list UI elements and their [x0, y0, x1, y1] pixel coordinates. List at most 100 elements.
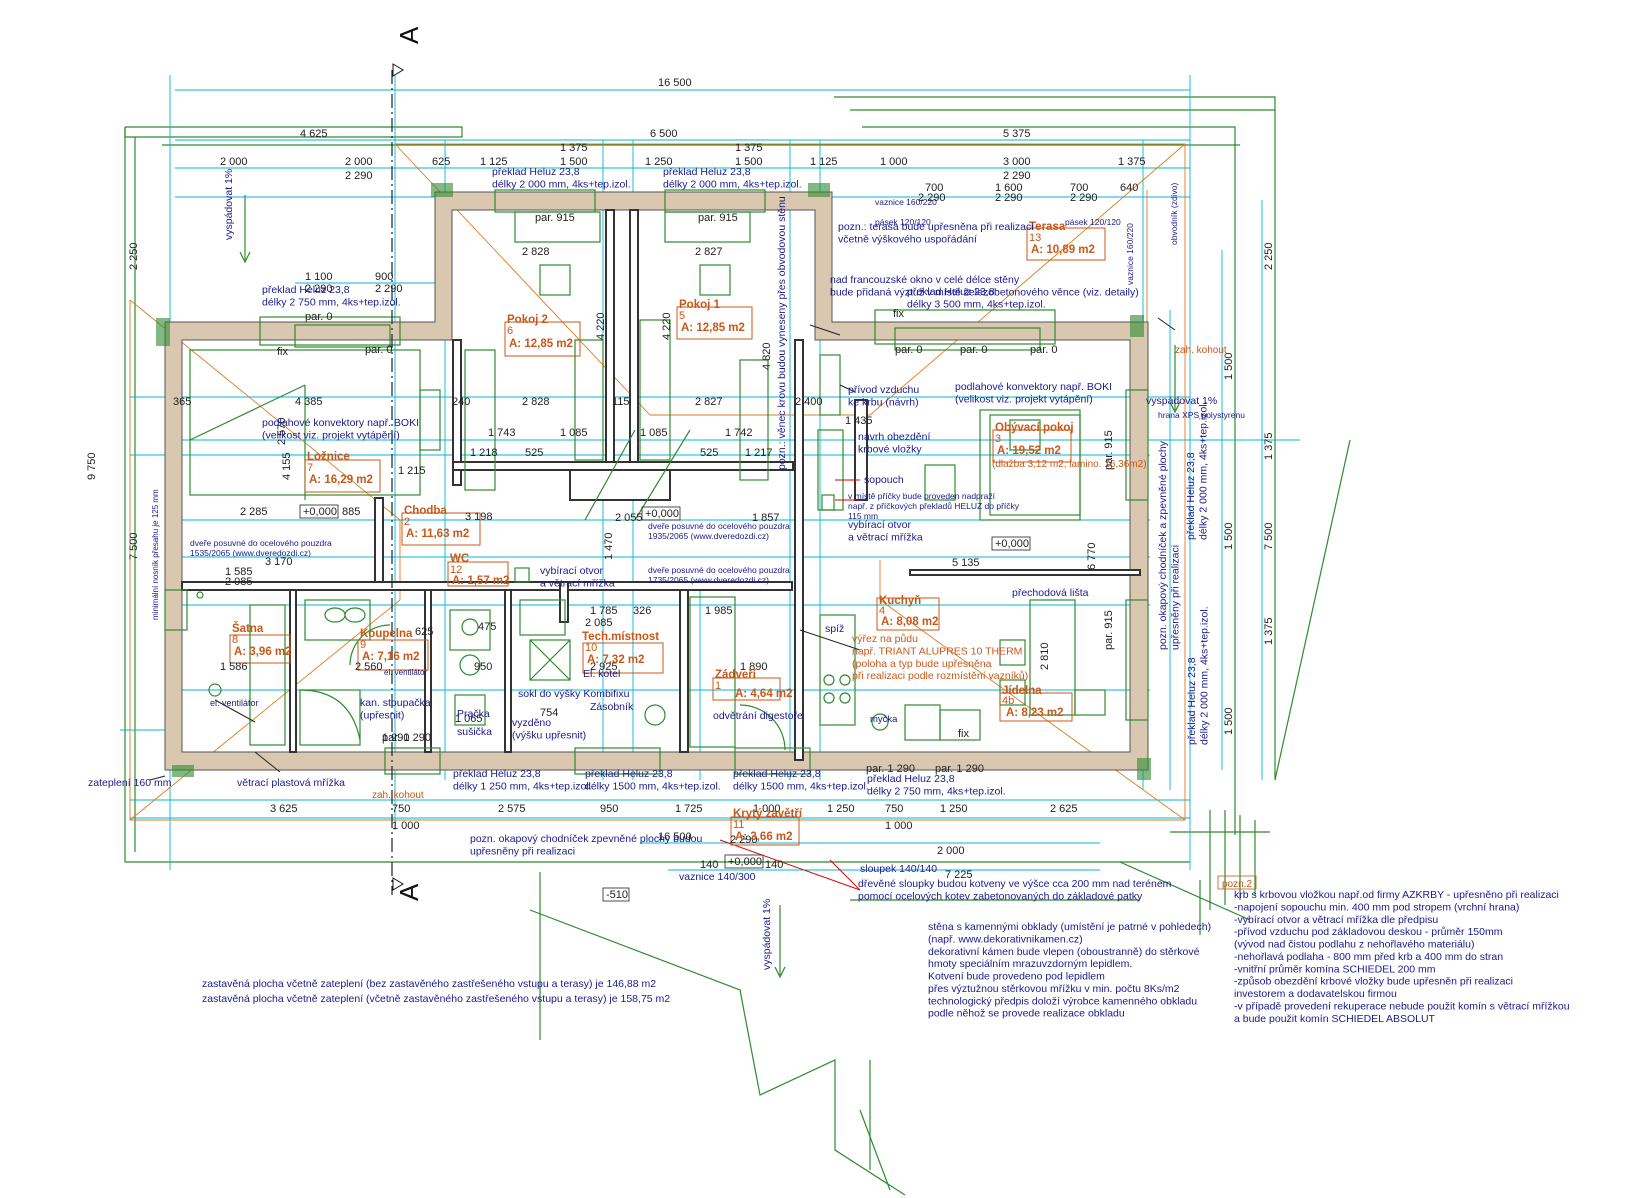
- text-line: pozn. okapový chodníček a zpevněné ploch…: [1157, 440, 1169, 650]
- section-axis: [391, 63, 404, 895]
- dim-bottom: 750: [392, 803, 410, 815]
- dim-bottom: 2 575: [498, 803, 526, 815]
- dim-right-vert: 2 250: [1263, 242, 1275, 270]
- dim-top-row3: 1 375: [735, 142, 763, 154]
- dim-right-vert: 1 500: [1223, 707, 1235, 735]
- room-area: A: 16,29 m2: [309, 474, 373, 486]
- opening-label: par. 915: [1103, 610, 1115, 650]
- opening-label: par. 0: [1030, 344, 1058, 356]
- opening-label: par. 1 290: [935, 763, 984, 775]
- text-line: překlad Heluz 23,8: [585, 768, 673, 780]
- washing-machine-label: Pračka: [457, 708, 490, 720]
- furniture: [189, 264, 1106, 746]
- room-number: 4: [879, 605, 885, 617]
- room-area: A: 10,89 m2: [1031, 244, 1095, 256]
- level-mark: +0,000: [995, 538, 1029, 550]
- dim-top-row2: 625: [432, 156, 450, 168]
- text-line: podlahové konvektory např. BOKI: [262, 417, 419, 429]
- dim-inner: 754: [540, 707, 558, 719]
- level-labels: +0,000 +0,000 +0,000 +0,000 -510: [303, 506, 1029, 901]
- text-line: bude přidaná výztuž v místě železobetono…: [830, 286, 1139, 298]
- opening-label: par. 1 290: [382, 732, 431, 744]
- terasa-note: pozn.: terasa bude upřesněna při realiza…: [838, 221, 1034, 245]
- dim-inner: 3 170: [265, 556, 293, 568]
- room-area: A: 7,16 m2: [362, 651, 420, 663]
- dim-inner: 2 085: [225, 576, 253, 588]
- dim-top-row1: 6 500: [650, 128, 678, 140]
- dim-inner: 475: [478, 621, 496, 633]
- text-line: -nehořlavá podlaha - 800 mm před krb a 4…: [1234, 951, 1503, 963]
- room-tags: Ložnice 7 A: 16,29 m2 Pokoj 2 6 A: 12,85…: [232, 221, 1147, 843]
- tank-note: Zásobník: [590, 701, 634, 713]
- text-line: překlad Heluz 23,8: [1186, 657, 1198, 745]
- insulation-note: zateplení 160 mm: [88, 777, 172, 789]
- room-number: 12: [450, 564, 462, 576]
- room-area: A: 11,63 m2: [406, 528, 469, 540]
- text-line: (velikost viz. projekt vytápění): [262, 429, 400, 441]
- dim-bottom-misc: 140: [765, 859, 783, 871]
- dim-left: 900: [375, 271, 393, 283]
- path-note-right: pozn. okapový chodníček a zpevněné ploch…: [1157, 440, 1181, 650]
- notes: vyspádovat 1% vyspádovat 1% vyspádovat 1…: [88, 169, 1570, 1025]
- text-line: překlad Heluz 23,8: [733, 768, 821, 780]
- sokl-note: sokl do výšky Kombifixu: [518, 688, 630, 700]
- dim-left: 2 290: [375, 283, 403, 295]
- dim-bottom: 750: [885, 803, 903, 815]
- dim-inner: 1 742: [725, 427, 753, 439]
- dim-bottom: 1 000: [392, 820, 420, 832]
- dim-inner: 2 827: [695, 396, 723, 408]
- dim-bottom: 1 250: [827, 803, 855, 815]
- text-line: krbové vložky: [858, 443, 922, 455]
- dim-top-row2: 1 000: [880, 156, 908, 168]
- dim-left-vert: 2 250: [128, 242, 140, 270]
- room-name: Pokoj 1: [679, 299, 721, 311]
- text-line: technologický předpis doloží výrobce kam…: [928, 995, 1197, 1007]
- text-line: vybírací otvor: [848, 519, 912, 531]
- dim-inner: 6 770: [1086, 542, 1098, 570]
- opening-label: par. 0: [365, 344, 393, 356]
- dim-bottom: 1 000: [885, 820, 913, 832]
- text-line: v místě příčky bude proveden nadpraží: [848, 491, 996, 501]
- room-area: A: 12,85 m2: [509, 338, 573, 350]
- dim-left-vert: 7 500: [128, 532, 140, 560]
- room-number: 11: [733, 819, 744, 831]
- slope-note: vyspádovat 1%: [1146, 395, 1217, 407]
- dim-terrace: 2 290: [918, 192, 946, 204]
- opening-label: par. 915: [698, 212, 738, 224]
- dryer-label: sušička: [457, 726, 492, 738]
- dim-inner: 240: [452, 396, 470, 408]
- dim-bottom-misc: 2 290: [730, 834, 758, 846]
- dim-left-vert: 9 750: [86, 452, 98, 480]
- el-vent-label: el. ventilátor: [384, 668, 427, 677]
- text-line: vybírací otvor: [540, 565, 604, 577]
- dim-inner: 1 085: [640, 427, 668, 439]
- dim-inner: 1 857: [752, 512, 780, 524]
- dim-terrace: 700: [1070, 182, 1088, 194]
- level-mark: +0,000: [645, 508, 679, 520]
- dim-inner: 4 220: [595, 312, 607, 340]
- dim-inner: 1 290: [382, 732, 410, 744]
- room-number: 6: [507, 325, 513, 337]
- text-line: 1935/2065 (www.dveredozdi.cz): [648, 531, 769, 541]
- stack-note: kan. stoupačka(upřesnit): [360, 697, 431, 721]
- dim-inner: 2 925: [590, 661, 618, 673]
- dim-inner: 1 785: [590, 605, 618, 617]
- slope-note: vyspádovat 1%: [223, 169, 235, 240]
- grille-note: větrací plastová mřížka: [237, 777, 345, 789]
- dim-right-vert: 1 500: [1223, 352, 1235, 380]
- text-line: investorem a dodavatelskou firmou: [1234, 988, 1397, 1000]
- opening-label: par. 0: [960, 344, 988, 356]
- text-line: (velikost viz. projekt vytápění): [955, 393, 1093, 405]
- dim-left: 1 100: [305, 271, 333, 283]
- dim-top-row3: 2 290: [1003, 170, 1031, 182]
- text-line: při realizaci podle rozmístění vazníků): [852, 670, 1028, 682]
